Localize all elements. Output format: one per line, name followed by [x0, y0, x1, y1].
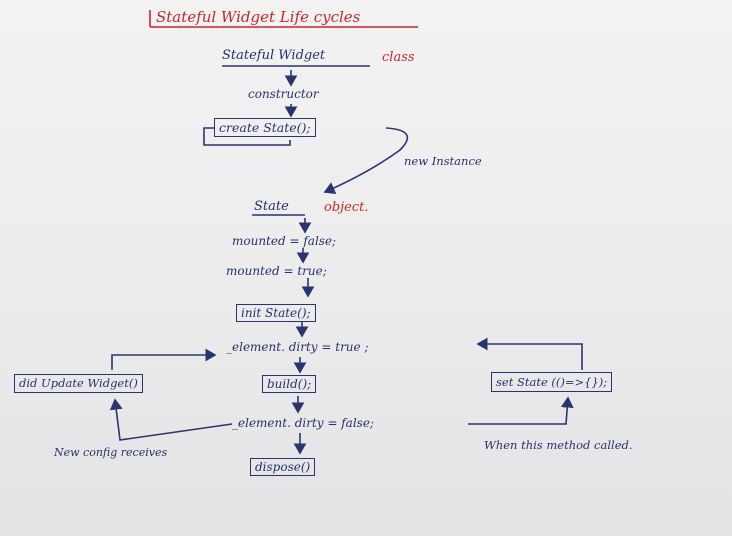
- did-update-loop-top: [111, 348, 217, 370]
- did-update-widget-box: did Update Widget(): [14, 374, 143, 393]
- object-label: object.: [324, 200, 369, 215]
- mounted-false-label: mounted = false;: [232, 234, 337, 248]
- did-update-loop-bottom: [109, 398, 233, 441]
- stateful-widget-label: Stateful Widget: [222, 48, 326, 63]
- mounted-true-label: mounted = true;: [226, 264, 327, 278]
- diagram-title: Stateful Widget Life cycles: [156, 8, 361, 26]
- set-state-loop-top: [476, 337, 583, 370]
- build-box: build();: [262, 375, 317, 393]
- new-instance-arrow: [323, 127, 409, 194]
- set-state-loop-bottom: [468, 396, 574, 425]
- init-state-box: init State();: [236, 304, 316, 322]
- state-label: State: [254, 199, 289, 214]
- new-config-label: New config receives: [54, 446, 168, 459]
- set-state-box: set State (()=>{});: [491, 372, 613, 392]
- constructor-label: constructor: [248, 87, 319, 101]
- create-state-box: create State();: [214, 118, 316, 137]
- method-called-label: When this method called.: [484, 438, 633, 452]
- new-instance-label: new Instance: [404, 154, 482, 168]
- dirty-true-label: _element. dirty = true ;: [226, 340, 369, 354]
- dirty-false-label: _element. dirty = false;: [232, 416, 374, 430]
- dispose-box: dispose(): [250, 458, 316, 476]
- class-label: class: [382, 50, 415, 65]
- create-state-loop: [203, 127, 291, 146]
